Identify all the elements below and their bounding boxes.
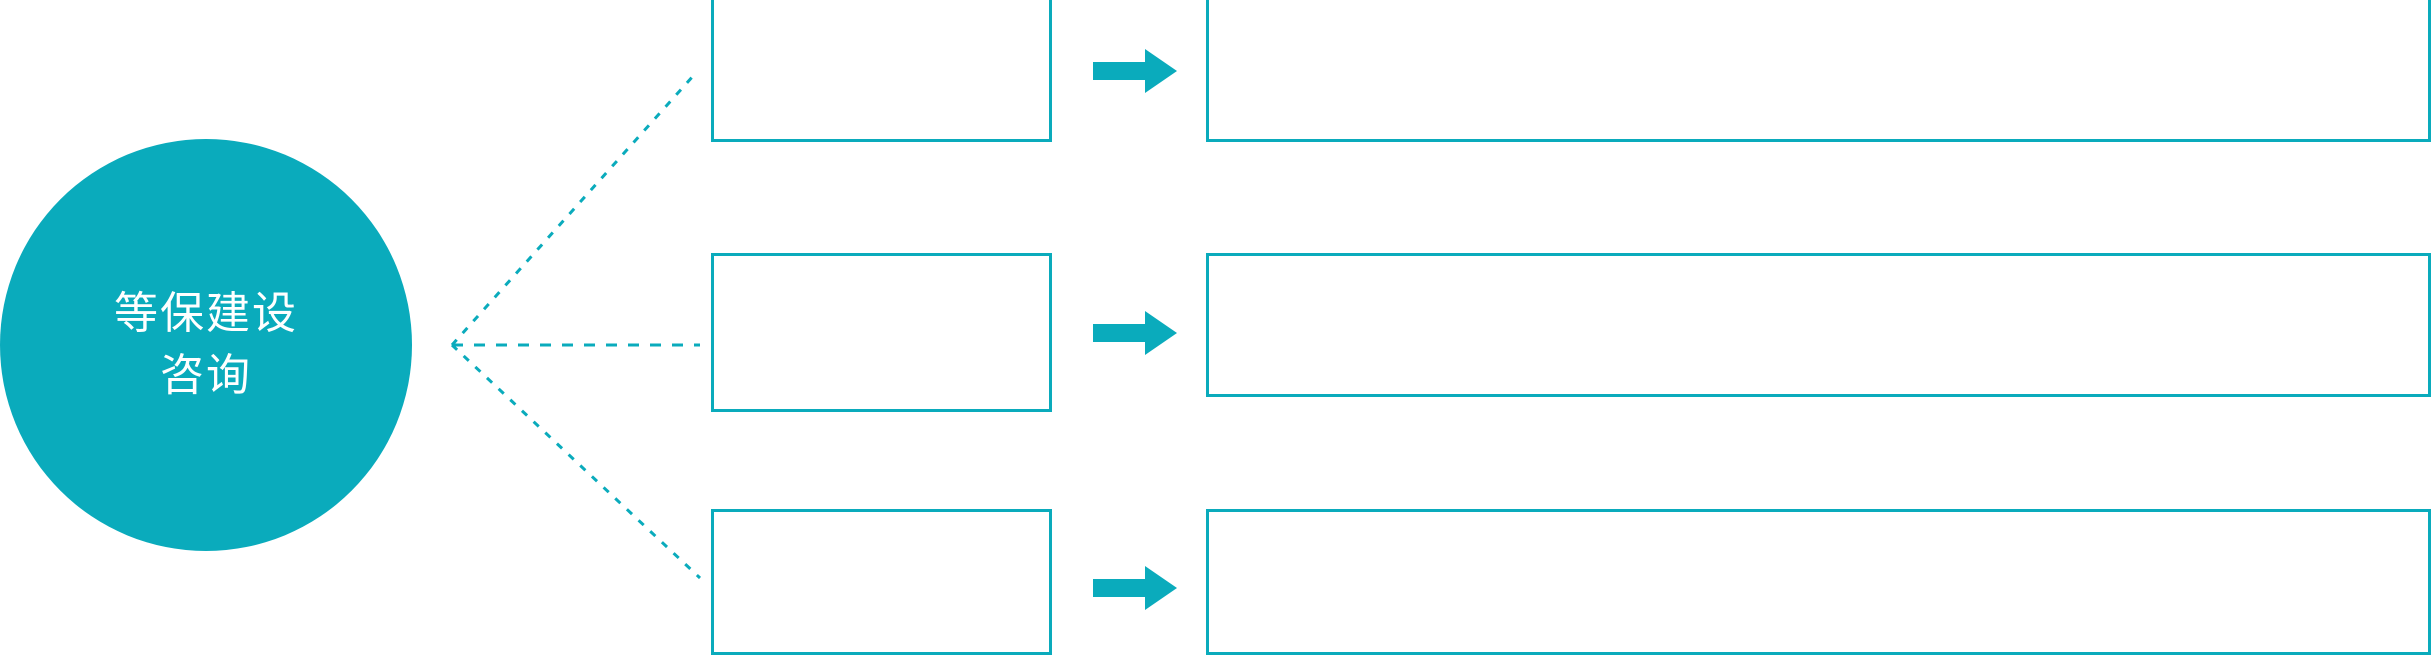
label-box-2[interactable]: [711, 253, 1052, 412]
hub-title-line-1: 等保建设: [114, 288, 298, 338]
hub-circle[interactable]: 等保建设 咨询: [0, 139, 412, 551]
detail-box-2[interactable]: [1206, 253, 2431, 397]
arrow-right-icon-2: [1093, 311, 1177, 355]
arrow-right-icon-1: [1093, 49, 1177, 93]
connector-line-top: [450, 73, 696, 347]
label-box-3[interactable]: [711, 509, 1052, 655]
hub-title-line-2: 咨询: [160, 351, 252, 400]
detail-box-1[interactable]: [1206, 0, 2431, 142]
arrow-right-icon-3: [1093, 566, 1177, 610]
label-box-1[interactable]: [711, 0, 1052, 142]
connector-line-bottom: [450, 343, 702, 580]
detail-box-3[interactable]: [1206, 509, 2431, 655]
